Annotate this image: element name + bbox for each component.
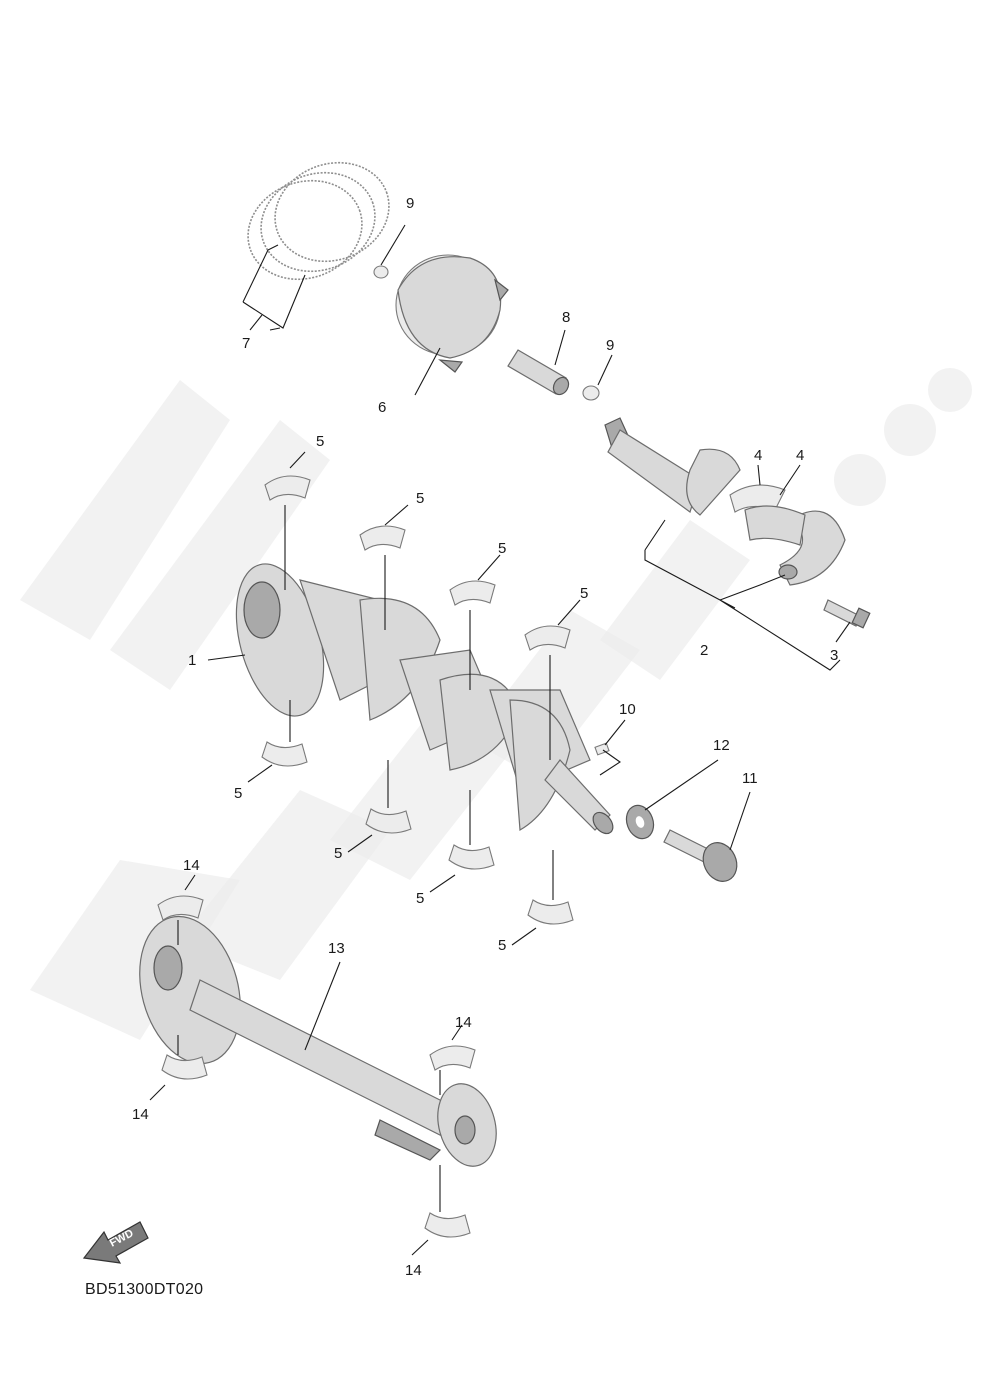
callout-2: 2 bbox=[700, 642, 708, 659]
diagram-code: BD51300DT020 bbox=[85, 1281, 204, 1298]
callout-5: 5 bbox=[316, 433, 324, 450]
callout-3: 3 bbox=[830, 647, 838, 664]
connecting-rod bbox=[604, 417, 846, 586]
callout-labels: 1 2 3 4 4 5 5 5 5 5 5 5 5 6 7 8 9 9 10 1… bbox=[132, 195, 838, 1279]
washer bbox=[625, 804, 655, 840]
circlip bbox=[373, 265, 389, 279]
callout-10: 10 bbox=[619, 701, 636, 718]
callout-4: 4 bbox=[796, 447, 804, 464]
callout-9: 9 bbox=[606, 337, 614, 354]
callout-11: 11 bbox=[742, 770, 758, 787]
callout-14: 14 bbox=[132, 1106, 149, 1123]
callout-1: 1 bbox=[188, 652, 196, 669]
callout-14: 14 bbox=[455, 1014, 472, 1031]
callout-5: 5 bbox=[416, 490, 424, 507]
main-bearings bbox=[261, 475, 574, 925]
balancer-bearings bbox=[157, 895, 476, 1238]
callout-8: 8 bbox=[562, 309, 570, 326]
callout-5: 5 bbox=[498, 937, 506, 954]
callout-14: 14 bbox=[183, 857, 200, 874]
callout-5: 5 bbox=[416, 890, 424, 907]
callout-5: 5 bbox=[580, 585, 588, 602]
callout-9: 9 bbox=[406, 195, 414, 212]
callout-5: 5 bbox=[334, 845, 342, 862]
callout-5: 5 bbox=[498, 540, 506, 557]
callout-13: 13 bbox=[328, 940, 345, 957]
crank-bolt bbox=[663, 829, 738, 882]
crankshaft bbox=[235, 563, 614, 835]
piston-ring-set bbox=[247, 161, 390, 281]
forward-arrow-icon: FWD bbox=[82, 1221, 149, 1264]
callout-6: 6 bbox=[378, 399, 386, 416]
callout-4: 4 bbox=[754, 447, 762, 464]
callout-14: 14 bbox=[405, 1262, 422, 1279]
callout-5: 5 bbox=[234, 785, 242, 802]
piston-pin bbox=[507, 349, 570, 396]
callout-12: 12 bbox=[713, 737, 730, 754]
piston bbox=[395, 254, 509, 373]
callout-7: 7 bbox=[242, 335, 250, 352]
rod-bolt bbox=[823, 599, 871, 629]
circlip bbox=[582, 385, 600, 401]
rod-bearing bbox=[729, 484, 806, 546]
balancer-shaft bbox=[139, 915, 497, 1167]
leader-lines bbox=[149, 224, 851, 1256]
